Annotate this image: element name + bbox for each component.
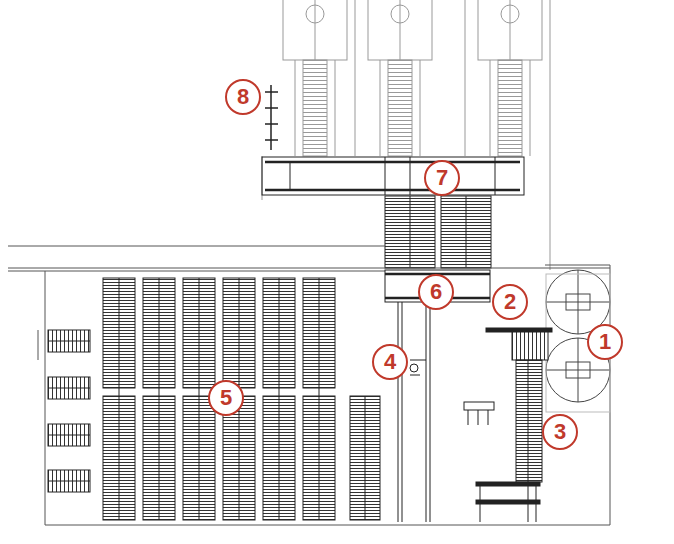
callout-text: 3	[554, 421, 566, 443]
callout-text: 6	[430, 281, 442, 303]
transformer-group	[262, 0, 550, 270]
callout-number: 7	[424, 160, 460, 196]
callout-text: 1	[599, 331, 611, 353]
callout-number: 1	[587, 324, 623, 360]
vertical-conveyor	[464, 328, 552, 522]
callout-number: 6	[418, 274, 454, 310]
callout-number: 8	[225, 79, 261, 115]
callout-text: 4	[384, 351, 396, 373]
upper-beam	[262, 157, 524, 195]
rack-field	[103, 278, 380, 520]
callout-text: 8	[237, 86, 249, 108]
storage-rack	[441, 196, 491, 268]
building-walls	[8, 246, 610, 525]
storage-rack	[385, 196, 435, 268]
callout-text: 7	[436, 167, 448, 189]
callout-text: 2	[504, 291, 516, 313]
callout-number: 3	[542, 414, 578, 450]
callout-number: 2	[492, 284, 528, 320]
callout-number: 5	[208, 380, 244, 416]
crane-column	[398, 302, 430, 522]
rack-divider	[466, 196, 467, 268]
small-racks	[48, 330, 90, 492]
hoist-rail	[265, 85, 278, 150]
callout-number: 4	[372, 344, 408, 380]
rack-divider	[410, 196, 411, 268]
rack-posts	[119, 278, 365, 520]
callout-text: 5	[220, 387, 232, 409]
